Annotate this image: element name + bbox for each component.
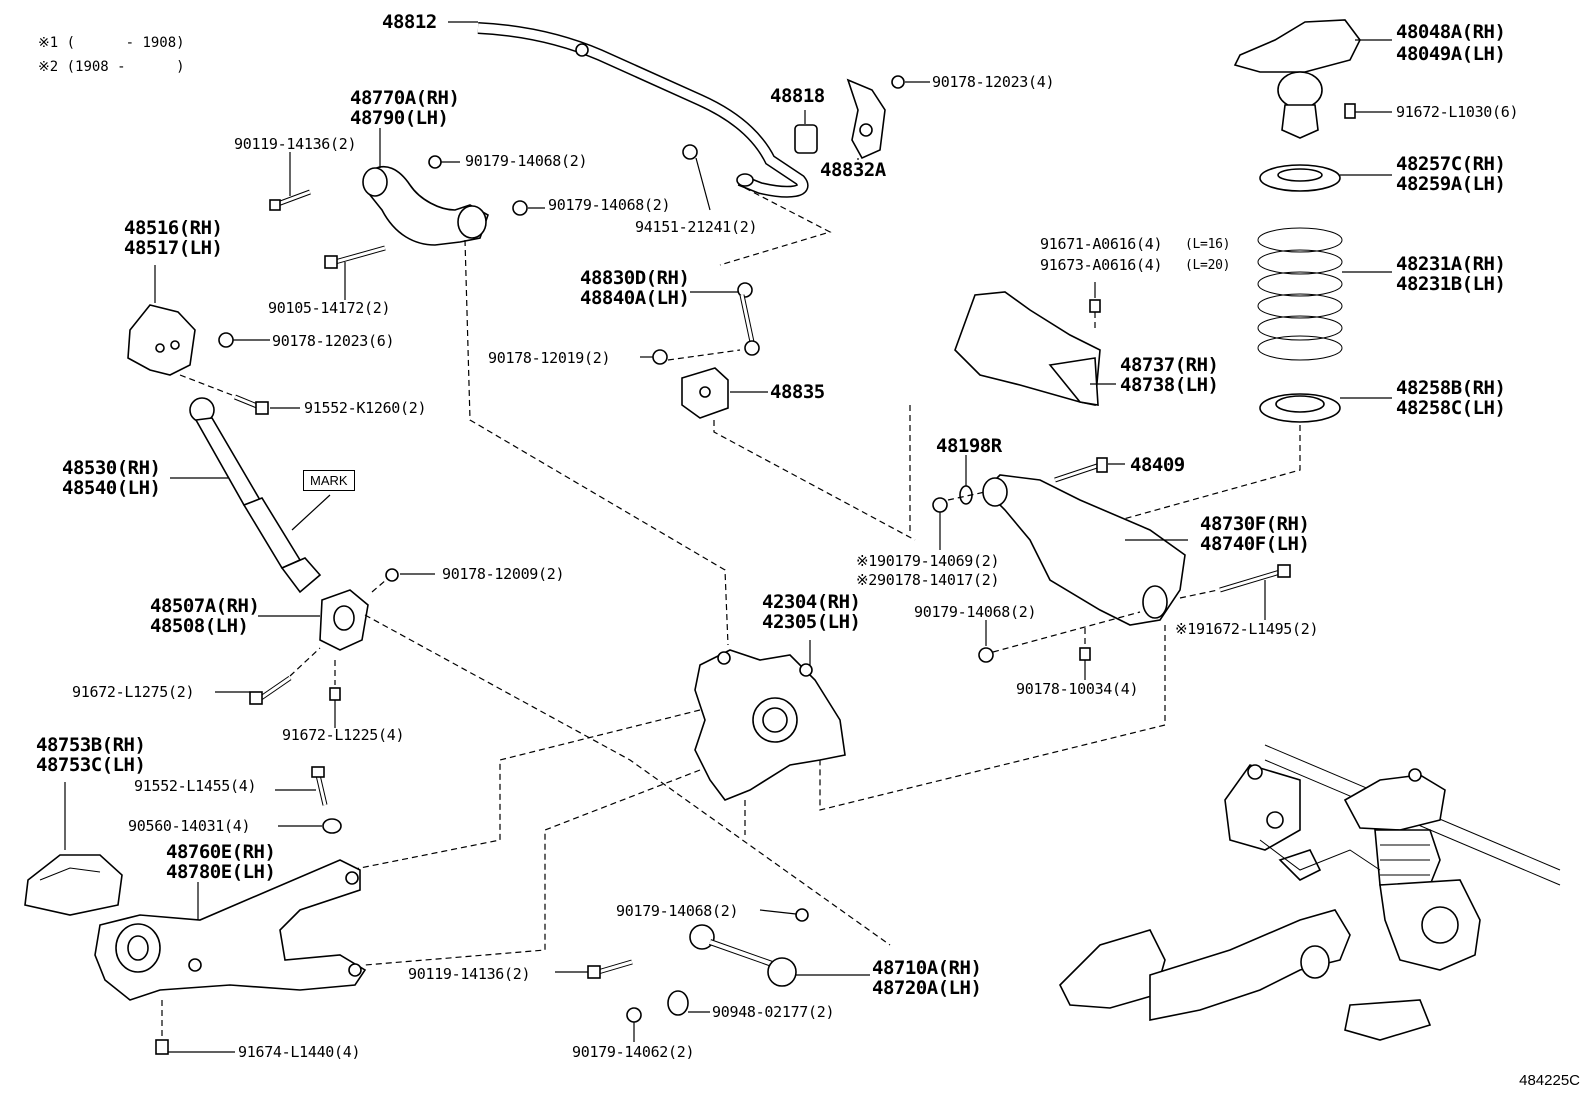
label-48258C: 48258C(LH) <box>1396 397 1506 419</box>
label-91672-L1495: ※191672-L1495(2) <box>1175 620 1319 638</box>
shock-bracket <box>127 304 196 376</box>
label-90179-14068-b: 90179-14068(2) <box>548 196 671 214</box>
stabilizer-bushing <box>794 78 886 160</box>
label-90179-14069: ※190179-14069(2) <box>856 552 1000 570</box>
mudguard <box>954 291 1101 406</box>
label-48753C: 48753C(LH) <box>36 754 146 776</box>
label-90178-14017: ※290178-14017(2) <box>856 571 1000 589</box>
label-48049A: 48049A(LH) <box>1396 43 1506 65</box>
label-90119-14136-top: 90119-14136(2) <box>234 135 357 153</box>
label-42304: 42304(RH) <box>762 591 861 613</box>
label-90105-14172: 90105-14172(2) <box>268 299 391 317</box>
upper-control-arm <box>362 166 489 246</box>
lower-control-arm <box>982 474 1186 626</box>
label-90179-14068-d: 90179-14068(2) <box>616 902 739 920</box>
label-48790: 48790(LH) <box>350 107 449 129</box>
label-48832A: 48832A <box>820 159 886 181</box>
label-91674-L1440: 91674-L1440(4) <box>238 1043 361 1061</box>
label-90178-12019: 90178-12019(2) <box>488 349 611 367</box>
label-91552-L1455: 91552-L1455(4) <box>134 777 257 795</box>
label-48835: 48835 <box>770 381 825 403</box>
label-91552-K1260: 91552-K1260(2) <box>304 399 427 417</box>
label-48258B: 48258B(RH) <box>1396 377 1506 399</box>
label-91673-A0616: 91673-A0616(4) <box>1040 256 1163 274</box>
note-2: ※2 (1908 - ) <box>38 59 185 75</box>
label-48517: 48517(LH) <box>124 237 223 259</box>
label-48516: 48516(RH) <box>124 217 223 239</box>
label-48812: 48812 <box>382 11 437 33</box>
label-48753B: 48753B(RH) <box>36 734 146 756</box>
label-48409: 48409 <box>1130 454 1185 476</box>
label-48830D: 48830D(RH) <box>580 267 690 289</box>
label-90178-10034: 90178-10034(4) <box>1016 680 1139 698</box>
label-48740F: 48740F(LH) <box>1200 533 1310 555</box>
label-48770A: 48770A(RH) <box>350 87 460 109</box>
label-91673-length: (L=20) <box>1185 258 1231 273</box>
label-48508: 48508(LH) <box>150 615 249 637</box>
label-48738: 48738(LH) <box>1120 374 1219 396</box>
label-48048A: 48048A(RH) <box>1396 21 1506 43</box>
label-91671-length: (L=16) <box>1185 237 1231 252</box>
toe-link <box>689 924 797 987</box>
label-48720A: 48720A(LH) <box>872 977 982 999</box>
label-48780E: 48780E(LH) <box>166 861 276 883</box>
label-48231B: 48231B(LH) <box>1396 273 1506 295</box>
coil-spring <box>1257 227 1343 361</box>
label-90560-14031: 90560-14031(4) <box>128 817 251 835</box>
link-bracket <box>681 367 729 419</box>
label-48530: 48530(RH) <box>62 457 161 479</box>
steering-knuckle <box>694 649 846 801</box>
label-48198R: 48198R <box>936 435 1002 457</box>
label-48730F: 48730F(RH) <box>1200 513 1310 535</box>
label-90178-12023-6: 90178-12023(6) <box>272 332 395 350</box>
label-91672-L1030: 91672-L1030(6) <box>1396 103 1519 121</box>
label-48540: 48540(LH) <box>62 477 161 499</box>
mark-callout: MARK <box>303 470 355 491</box>
label-91672-L1275: 91672-L1275(2) <box>72 683 195 701</box>
lower-bushing <box>319 589 369 651</box>
label-42305: 42305(LH) <box>762 611 861 633</box>
label-90178-12009: 90178-12009(2) <box>442 565 565 583</box>
shock-absorber <box>189 397 322 594</box>
trailing-arm <box>94 859 367 1001</box>
label-94151-21241: 94151-21241(2) <box>635 218 758 236</box>
label-90179-14062: 90179-14062(2) <box>572 1043 695 1061</box>
label-48737: 48737(RH) <box>1120 354 1219 376</box>
label-48507A: 48507A(RH) <box>150 595 260 617</box>
label-48818: 48818 <box>770 85 825 107</box>
label-90179-14068-c: 90179-14068(2) <box>914 603 1037 621</box>
label-48231A: 48231A(RH) <box>1396 253 1506 275</box>
label-91672-L1225: 91672-L1225(4) <box>282 726 405 744</box>
lower-arm-cover <box>24 854 123 916</box>
drawing-code: 484225C <box>1519 1072 1580 1089</box>
stabilizer-link <box>737 282 760 356</box>
label-90178-12023-4: 90178-12023(4) <box>932 73 1055 91</box>
label-48710A: 48710A(RH) <box>872 957 982 979</box>
upper-support-mount <box>1233 19 1361 139</box>
label-48840A: 48840A(LH) <box>580 287 690 309</box>
label-90119-14136-bot: 90119-14136(2) <box>408 965 531 983</box>
assembly-illustration <box>1059 744 1561 1041</box>
label-48257C: 48257C(RH) <box>1396 153 1506 175</box>
stabilizer-bar <box>477 22 809 198</box>
note-1: ※1 ( - 1908) <box>38 35 185 51</box>
label-48259A: 48259A(LH) <box>1396 173 1506 195</box>
label-91671-A0616: 91671-A0616(4) <box>1040 235 1163 253</box>
label-90179-14068-a: 90179-14068(2) <box>465 152 588 170</box>
label-48760E: 48760E(RH) <box>166 841 276 863</box>
label-90948-02177: 90948-02177(2) <box>712 1003 835 1021</box>
